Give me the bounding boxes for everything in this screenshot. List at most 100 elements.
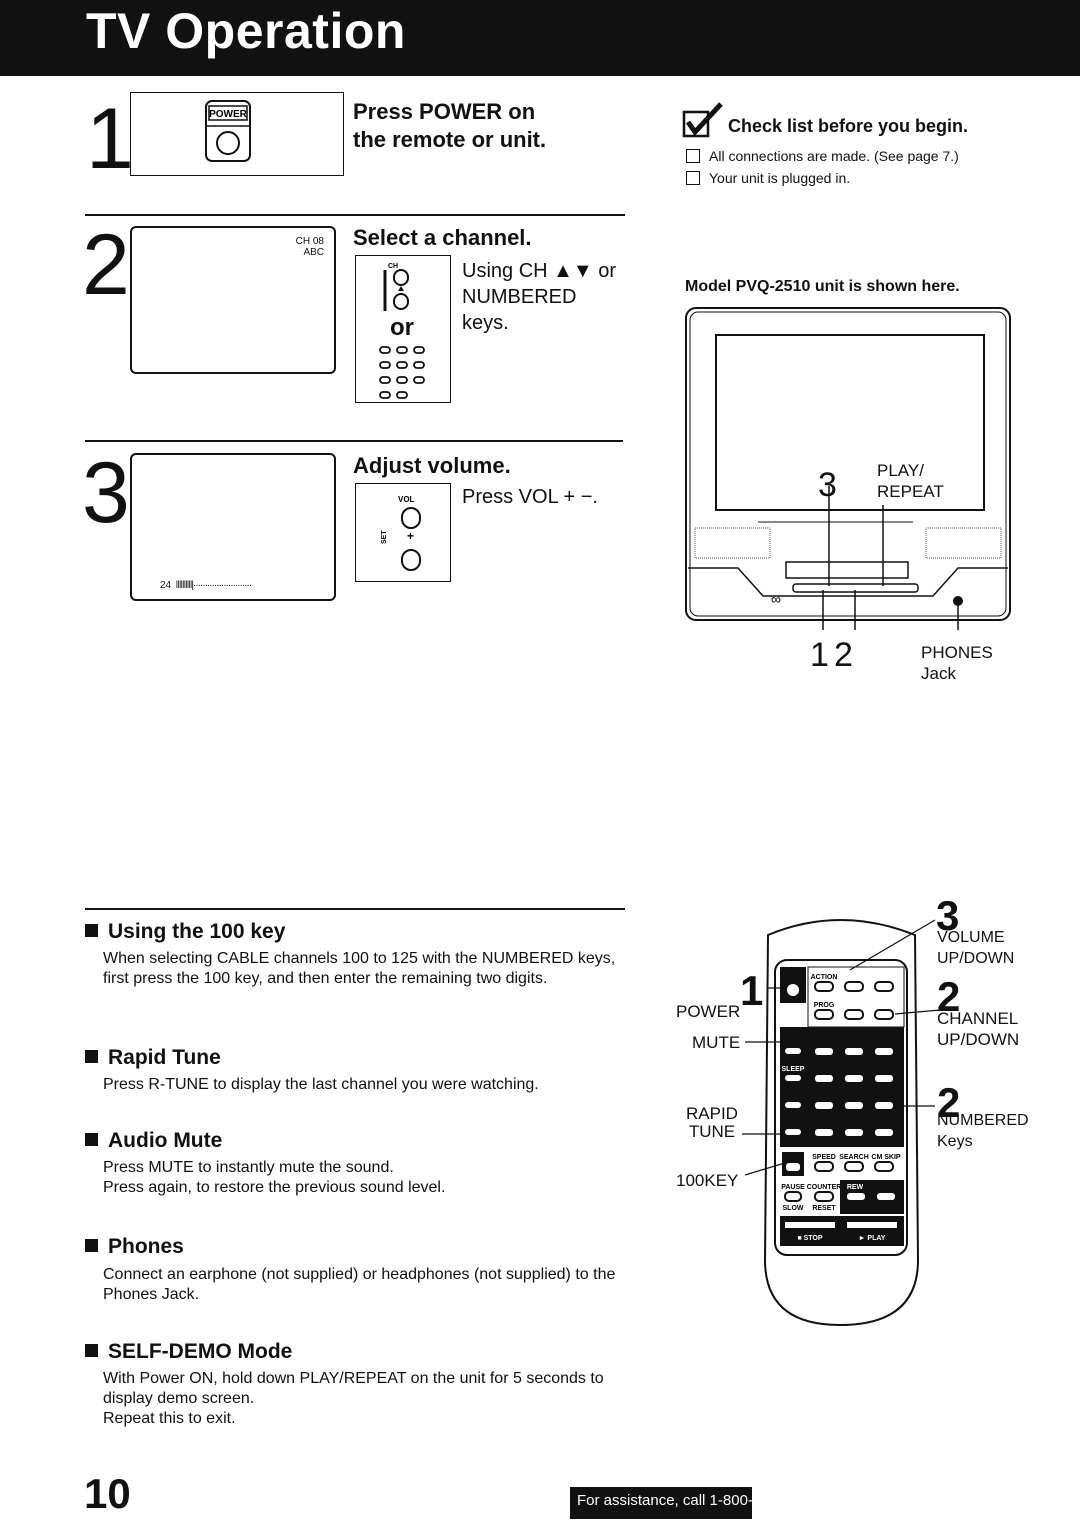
remote-callout-2b: 2	[937, 1079, 961, 1126]
checklist: All connections are made. (See page 7.) …	[686, 145, 959, 189]
numbered-keys-icon	[379, 346, 425, 399]
section-title: Phones	[85, 1235, 184, 1259]
rew-button-label: REW	[847, 1184, 864, 1191]
power-button-icon: POWER	[205, 100, 251, 162]
osd-station: ABC	[303, 247, 324, 258]
section-body: Connect an earphone (not supplied) or he…	[103, 1266, 616, 1303]
checklist-item: All connections are made. (See page 7.)	[686, 145, 959, 167]
play-button-label: ► PLAY	[859, 1235, 886, 1242]
step-2-desc: Using CH ▲▼ or NUMBERED keys.	[462, 258, 616, 336]
channel-line2: UP/DOWN	[937, 1030, 1020, 1049]
section-title: Audio Mute	[85, 1129, 222, 1153]
svg-text:+: +	[407, 529, 414, 543]
assistance-text: For assistance, call 1-800-211-PANA(7262…	[577, 1492, 865, 1509]
section-body: Press MUTE to instantly mute the sound. …	[103, 1158, 633, 1198]
step-3-number: 3	[82, 445, 130, 541]
rapid-line1: RAPID	[686, 1104, 738, 1123]
volume-line1: VOLUME	[937, 929, 1005, 946]
volume-line2: UP/DOWN	[937, 950, 1015, 967]
prog-button-label: PROG	[814, 1002, 835, 1009]
checkbox-icon	[686, 171, 700, 185]
divider	[85, 440, 623, 442]
checklist-title: Check list before you begin.	[728, 116, 969, 136]
phones-line1: PHONES	[921, 643, 993, 662]
numbered-line2: Keys	[937, 1133, 973, 1150]
phones-line2: Jack	[921, 664, 956, 683]
remote-mute-label: MUTE	[692, 1033, 741, 1052]
remote-callout-2a: 2	[937, 973, 961, 1020]
step-3-desc: Press VOL + −.	[462, 486, 598, 508]
step-2-title: Select a channel.	[353, 225, 532, 250]
set-label: SET	[381, 530, 388, 544]
or-label: or	[390, 314, 414, 341]
volume-up-down-label: VOLUME UP/DOWN	[937, 927, 1014, 969]
page-number: 10	[84, 1470, 131, 1517]
numbered-keys-label: NUMBERED Keys	[937, 1110, 1029, 1152]
remote-callout-1: 1	[740, 967, 764, 1014]
divider	[85, 908, 625, 910]
action-button-label: ACTION	[811, 974, 838, 981]
page-title: TV Operation	[86, 3, 406, 59]
checklist-item-text: Your unit is plugged in.	[709, 170, 851, 186]
section-title: SELF-DEMO Mode	[85, 1340, 292, 1364]
rapid-tune-label: RAPID TUNE	[686, 1105, 738, 1141]
svg-text:∞: ∞	[771, 591, 781, 607]
pause-button-label: PAUSE	[781, 1184, 805, 1191]
speed-button-label: SPEED	[812, 1154, 836, 1161]
phones-jack-label: PHONES Jack	[921, 642, 993, 684]
channel-up-down-icon: CH	[383, 263, 409, 311]
section-body: When selecting CABLE channels 100 to 125…	[103, 950, 616, 987]
step-2-number: 2	[82, 217, 130, 313]
channel-up-down-label: CHANNEL UP/DOWN	[937, 1008, 1019, 1050]
play-repeat-line1: PLAY/	[877, 461, 924, 480]
section-body-line: Repeat this to exit.	[103, 1410, 236, 1427]
volume-keys-illustration: VOL + SET	[355, 483, 451, 582]
sleep-button-label: SLEEP	[782, 1066, 805, 1073]
osd-volume-level: 24	[160, 580, 172, 591]
title-bar	[0, 0, 1080, 76]
remote-power-label: POWER	[676, 1002, 741, 1021]
tv-callout-2: 2	[834, 636, 853, 674]
osd-volume-bar: 24 ‖‖‖‖‖|·························	[160, 580, 252, 591]
step-1-title-line1: Press POWER on	[353, 99, 536, 124]
checkbox-icon	[686, 149, 700, 163]
play-repeat-line2: REPEAT	[877, 482, 944, 501]
step-2-desc-line1: Using CH ▲▼ or	[462, 260, 617, 282]
section-body: With Power ON, hold down PLAY/REPEAT on …	[103, 1369, 633, 1429]
reset-button-label: RESET	[812, 1205, 836, 1212]
channel-keys-illustration: CH or	[355, 255, 451, 403]
osd-channel: CH 08	[295, 236, 324, 247]
step-2-desc-line3: keys.	[462, 312, 509, 334]
step-2-desc-line2: NUMBERED	[462, 286, 577, 308]
section-body-line: Press again, to restore the previous sou…	[103, 1179, 446, 1196]
step-3-title: Adjust volume.	[353, 453, 511, 478]
ch-label: CH	[388, 263, 398, 270]
play-repeat-label: PLAY/ REPEAT	[877, 460, 944, 502]
step-2-tv-screen: CH 08 ABC	[130, 226, 336, 374]
assistance-banner	[570, 1487, 752, 1519]
section-body-line: With Power ON, hold down PLAY/REPEAT on …	[103, 1370, 604, 1407]
volume-up-down-icon: VOL + SET	[381, 495, 421, 571]
tv-caption: Model PVQ-2510 unit is shown here.	[685, 278, 960, 295]
100-key-label: 100KEY	[676, 1171, 739, 1190]
remote-control-illustration: ACTION PROG SLEEP SPEED SEARCH CM SKIP P…	[742, 919, 940, 1327]
checklist-item-text: All connections are made. (See page 7.)	[709, 148, 959, 164]
section-body: Press R-TUNE to display the last channel…	[103, 1076, 539, 1093]
slow-button-label: SLOW	[783, 1205, 804, 1212]
step-1-title-line2: the remote or unit.	[353, 127, 547, 152]
section-title: Rapid Tune	[85, 1046, 221, 1070]
power-label: POWER	[209, 109, 248, 120]
checklist-item: Your unit is plugged in.	[686, 167, 959, 189]
step-1-illustration: POWER	[130, 92, 344, 176]
numbered-line1: NUMBERED	[937, 1112, 1029, 1129]
step-1-number: 1	[86, 91, 134, 187]
channel-line1: CHANNEL	[937, 1009, 1019, 1028]
stop-button-label: ■ STOP	[797, 1235, 822, 1242]
vol-label: VOL	[398, 495, 415, 504]
rapid-line2: TUNE	[688, 1122, 736, 1141]
counter-button-label: COUNTER	[807, 1184, 842, 1191]
tv-callout-1: 1	[810, 636, 829, 674]
checkmark-icon	[682, 102, 723, 138]
tv-callout-3: 3	[818, 466, 837, 504]
